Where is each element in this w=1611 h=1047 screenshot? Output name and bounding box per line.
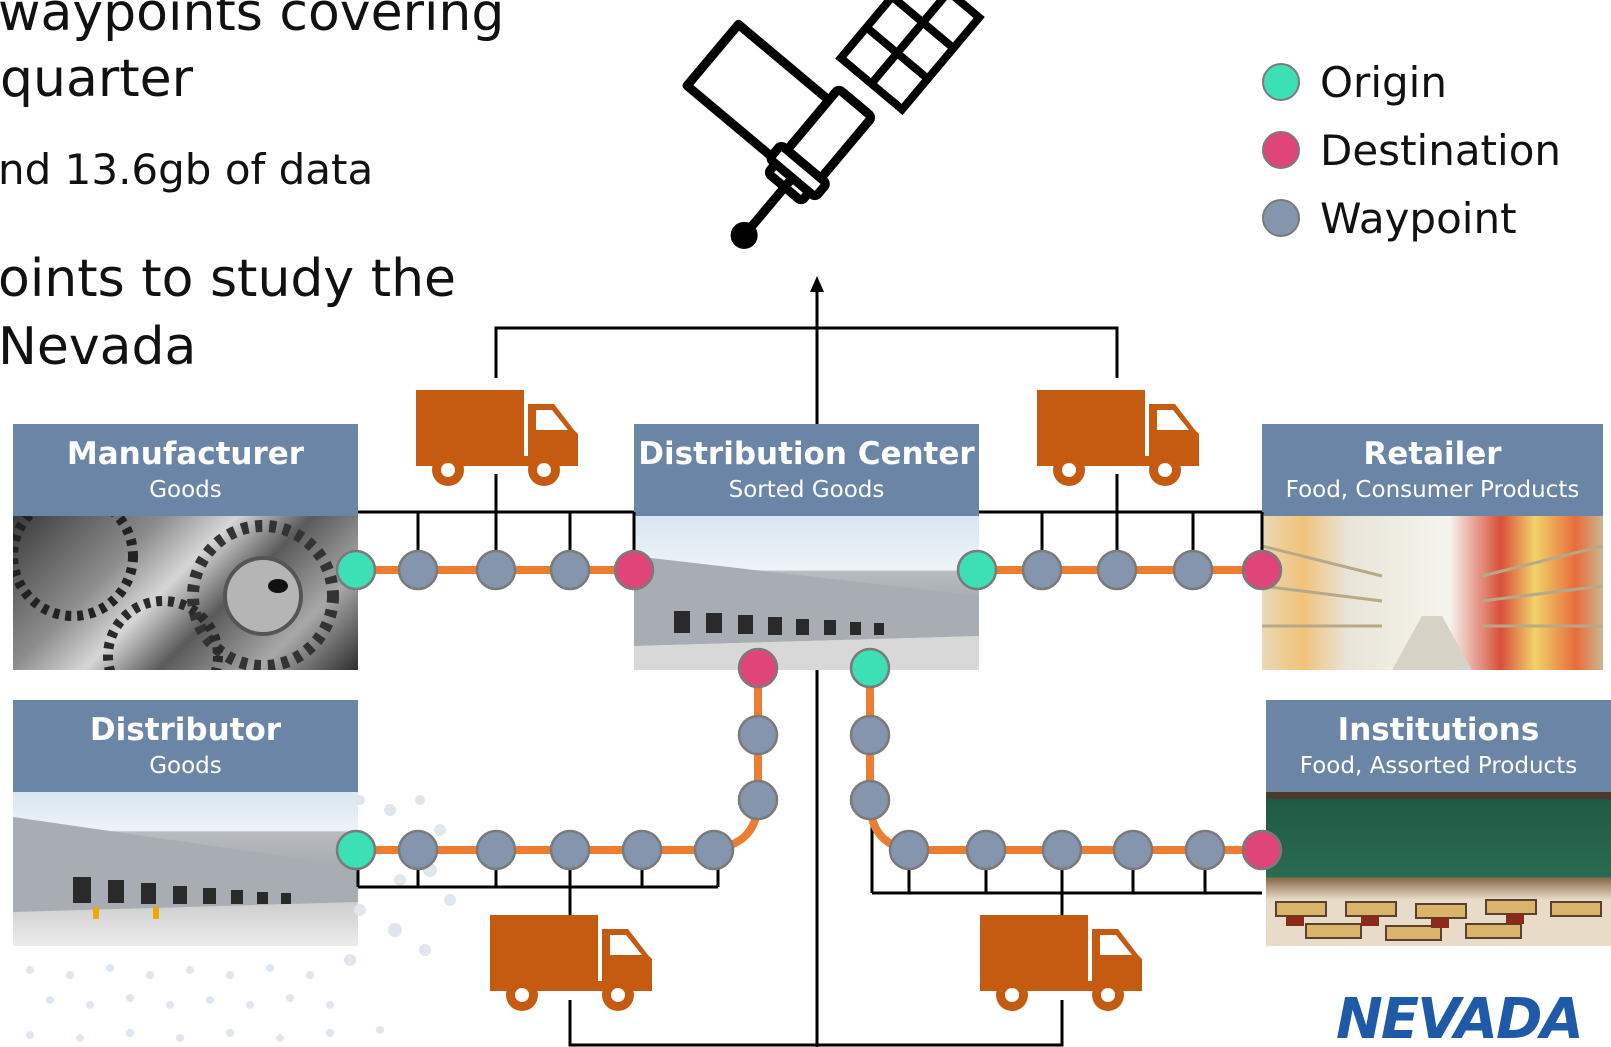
institutions-title: Institutions (1337, 712, 1540, 748)
legend-item-destination: Destination (1262, 116, 1561, 184)
waypoint-node (397, 549, 439, 591)
retailer-subtitle: Food, Consumer Products (1285, 477, 1580, 503)
bullet-line-2: quarter (0, 49, 193, 109)
waypoint-node (397, 829, 439, 871)
bullet-line-3: nd 13.6gb of data (0, 145, 374, 194)
distribution-center-card: Distribution Center Sorted Goods (634, 424, 979, 670)
legend-label-origin: Origin (1320, 57, 1447, 107)
distribution-center-subtitle: Sorted Goods (728, 477, 885, 503)
waypoint-node (1041, 829, 1083, 871)
waypoint-node (1184, 829, 1226, 871)
manufacturer-card: Manufacturer Goods (13, 424, 358, 670)
manufacturer-photo (13, 516, 358, 670)
truck-icon (416, 390, 578, 486)
destination-node (737, 647, 779, 689)
retailer-title: Retailer (1363, 436, 1502, 472)
retailer-card: Retailer Food, Consumer Products (1262, 424, 1603, 670)
waypoint-node (1112, 829, 1154, 871)
satellite-icon (682, 19, 876, 249)
bullet-line-4: oints to study the (0, 249, 457, 309)
truck-icon (490, 915, 652, 1011)
manufacturer-subtitle: Goods (149, 477, 222, 503)
legend: Origin Destination Waypoint (1262, 48, 1561, 252)
waypoint-node (965, 829, 1007, 871)
waypoint-node (693, 829, 735, 871)
waypoint-node (1021, 549, 1063, 591)
institutions-photo (1266, 792, 1611, 946)
waypoint-node (1096, 549, 1138, 591)
waypoint-node (621, 829, 663, 871)
waypoint-node (549, 829, 591, 871)
truck-icon (1037, 390, 1199, 486)
institutions-header: Institutions Food, Assorted Products (1266, 700, 1611, 792)
distribution-center-header: Distribution Center Sorted Goods (634, 424, 979, 516)
bullet-line-1: waypoints covering (0, 0, 505, 43)
truck-icon (980, 915, 1142, 1011)
destination-node (1241, 829, 1283, 871)
legend-label-destination: Destination (1320, 125, 1562, 175)
solar-panel-left (835, 0, 985, 116)
nevada-logo-text: NEVADA (1336, 990, 1584, 1047)
legend-item-origin: Origin (1262, 48, 1561, 116)
routes (352, 566, 1266, 854)
distributor-subtitle: Goods (149, 753, 222, 779)
retailer-header: Retailer Food, Consumer Products (1262, 424, 1603, 516)
destination-node (1241, 549, 1283, 591)
manufacturer-header: Manufacturer Goods (13, 424, 358, 516)
route-nodes (335, 549, 1283, 871)
legend-label-waypoint: Waypoint (1320, 193, 1517, 243)
manufacturer-title: Manufacturer (66, 436, 305, 472)
waypoint-node (475, 829, 517, 871)
dot-pattern (26, 795, 456, 1042)
destination-node (613, 549, 655, 591)
distribution-center-title: Distribution Center (638, 436, 975, 472)
waypoint-node (849, 714, 891, 756)
waypoint-node (737, 779, 779, 821)
origin-node (849, 647, 891, 689)
satellite-arrow-icon (810, 276, 824, 292)
legend-item-waypoint: Waypoint (1262, 184, 1561, 252)
institutions-subtitle: Food, Assorted Products (1299, 753, 1578, 779)
distributor-title: Distributor (89, 712, 282, 748)
retailer-photo (1262, 516, 1603, 670)
institutions-card: Institutions Food, Assorted Products (1266, 700, 1611, 946)
destination-dot-icon (1262, 131, 1300, 169)
distribution-center-photo (634, 516, 979, 670)
waypoint-node (737, 714, 779, 756)
bullet-line-5: Nevada (0, 317, 197, 377)
waypoint-node (549, 549, 591, 591)
origin-node (335, 829, 377, 871)
origin-node (956, 549, 998, 591)
nevada-logo: NEVADA (1336, 990, 1611, 1047)
waypoint-node (888, 829, 930, 871)
distributor-card: Distributor Goods (13, 700, 358, 946)
waypoint-node (849, 779, 891, 821)
distributor-header: Distributor Goods (13, 700, 358, 792)
origin-node (335, 549, 377, 591)
origin-dot-icon (1262, 63, 1300, 101)
distributor-photo (13, 792, 358, 946)
waypoint-node (1172, 549, 1214, 591)
waypoint-node (475, 549, 517, 591)
waypoint-dot-icon (1262, 199, 1300, 237)
